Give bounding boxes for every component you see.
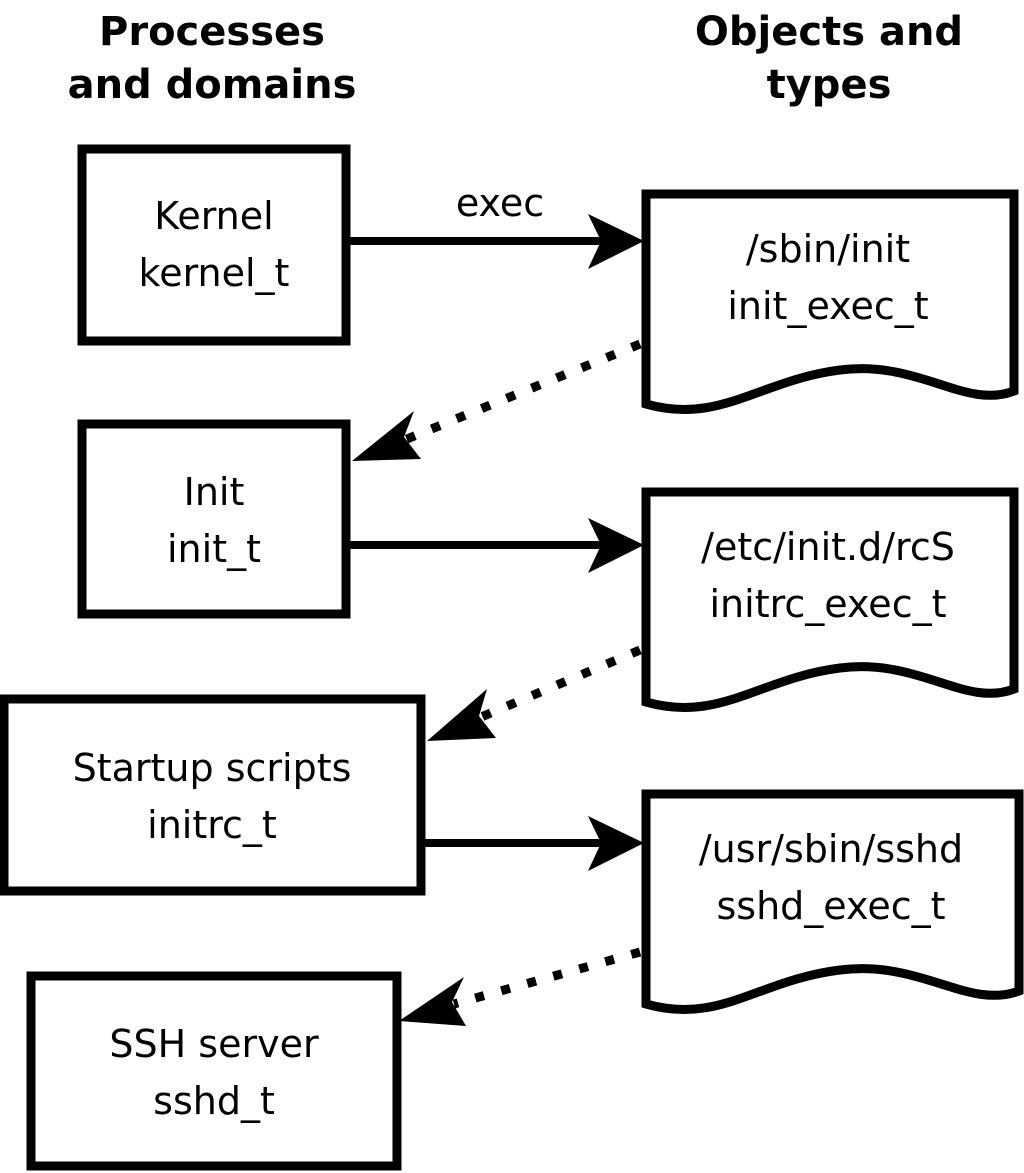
edge-startup-scripts-to-sshd-exec-arrowhead — [588, 816, 644, 871]
node-ssh-server[interactable]: SSH server sshd_t — [26, 971, 402, 1171]
node-initrc-exec-label-line1: /etc/init.d/rcS — [701, 525, 955, 569]
node-init-exec-label-line1: /sbin/init — [746, 227, 910, 271]
edge-kernel-to-init-exec: exec — [346, 181, 644, 269]
edge-sshd-exec-to-ssh-server-arrowhead — [399, 977, 466, 1026]
node-startup-scripts-label-line2: initrc_t — [147, 803, 277, 847]
node-initrc-exec-label-line2: initrc_exec_t — [710, 582, 947, 626]
node-kernel-rect[interactable] — [77, 144, 351, 346]
node-init-exec[interactable]: /sbin/init init_exec_t — [641, 189, 1019, 414]
edge-initrc-exec-to-startup-scripts-arrowhead — [427, 689, 496, 741]
node-sshd-exec-document[interactable] — [641, 789, 1024, 1014]
node-kernel-label-line2: kernel_t — [139, 251, 290, 295]
node-initrc-exec-document[interactable] — [641, 487, 1019, 712]
edge-init-to-initrc-exec — [346, 518, 644, 573]
node-sshd-exec-label-line2: sshd_exec_t — [716, 884, 945, 928]
edge-initrc-exec-to-startup-scripts-line — [477, 645, 642, 723]
node-kernel[interactable]: Kernel kernel_t — [77, 144, 351, 346]
node-sshd-exec[interactable]: /usr/sbin/sshd sshd_exec_t — [641, 789, 1024, 1014]
edge-sshd-exec-to-ssh-server — [399, 947, 642, 1026]
node-init-exec-document[interactable] — [641, 189, 1019, 414]
edge-init-exec-to-init — [352, 339, 642, 461]
edge-kernel-to-init-exec-arrowhead — [588, 214, 644, 269]
column-header-processes-line1: Processes — [99, 9, 325, 55]
node-startup-scripts-label-line1: Startup scripts — [73, 746, 352, 790]
column-header-objects-line2: types — [767, 62, 892, 108]
node-init-label-line2: init_t — [167, 527, 261, 571]
node-init-rect[interactable] — [77, 419, 351, 619]
edge-init-exec-to-init-arrowhead — [352, 411, 421, 461]
edge-init-to-initrc-exec-arrowhead — [588, 518, 644, 573]
node-ssh-server-label-line2: sshd_t — [153, 1079, 275, 1123]
edge-startup-scripts-to-sshd-exec — [421, 816, 644, 871]
node-ssh-server-rect[interactable] — [26, 971, 402, 1171]
node-startup-scripts-rect[interactable] — [0, 694, 426, 896]
node-kernel-label-line1: Kernel — [154, 194, 273, 238]
edge-initrc-exec-to-startup-scripts — [427, 645, 642, 741]
column-header-processes: Processes and domains — [68, 9, 357, 108]
column-header-objects: Objects and types — [695, 9, 963, 108]
column-header-processes-line2: and domains — [68, 62, 357, 108]
node-ssh-server-label-line1: SSH server — [109, 1022, 319, 1066]
edge-init-exec-to-init-line — [400, 339, 642, 446]
node-startup-scripts[interactable]: Startup scripts initrc_t — [0, 694, 426, 896]
node-initrc-exec[interactable]: /etc/init.d/rcS initrc_exec_t — [641, 487, 1019, 712]
node-init[interactable]: Init init_t — [77, 419, 351, 619]
column-header-objects-line1: Objects and — [695, 9, 963, 55]
node-sshd-exec-label-line1: /usr/sbin/sshd — [699, 827, 963, 871]
edge-label-exec: exec — [456, 181, 544, 225]
node-init-label-line1: Init — [184, 470, 245, 514]
edge-sshd-exec-to-ssh-server-line — [452, 947, 642, 1009]
node-init-exec-label-line2: init_exec_t — [727, 284, 928, 328]
